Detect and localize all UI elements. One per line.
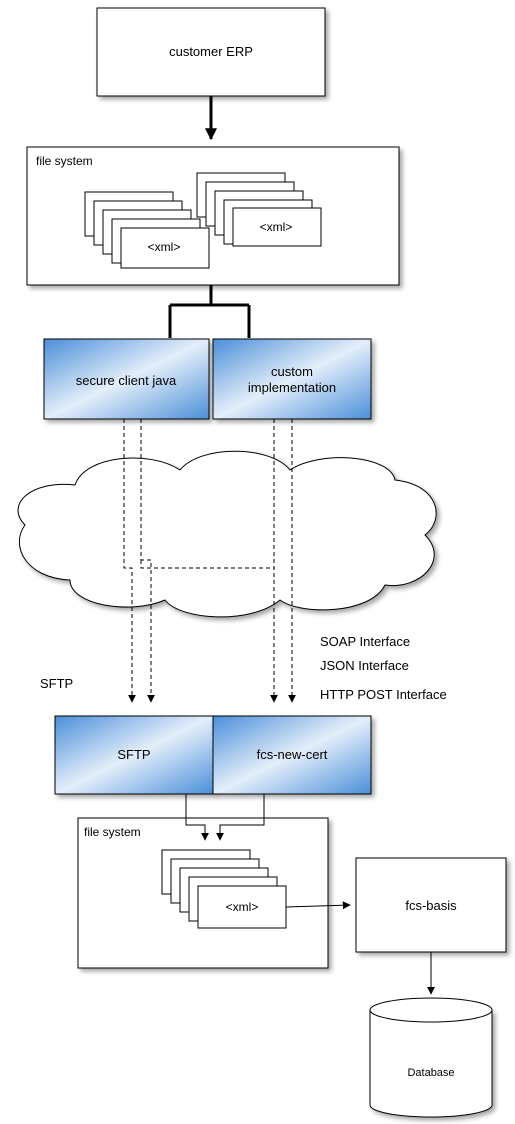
fcs-new-cert-box: [212, 715, 372, 795]
custom-implementation-label-line2: implementation: [248, 380, 336, 395]
custom-implementation-node: custom implementation: [212, 338, 372, 420]
secure-client-java-label: secure client java: [76, 373, 177, 388]
sftp-server-box: [54, 715, 214, 795]
file-system-top-label: file system: [36, 154, 93, 168]
sftp-server-node: SFTP: [54, 715, 214, 795]
customer-erp-node: customer ERP: [96, 7, 326, 97]
database-node: Database: [369, 997, 493, 1118]
secure-client-java-node: secure client java: [43, 338, 210, 420]
document-sheet-front: [197, 885, 287, 929]
document-stack-bottom: <xml>: [161, 849, 287, 929]
custom-implementation-box: [212, 338, 372, 420]
http-post-interface-label: HTTP POST Interface: [320, 687, 447, 702]
fcs-to-filesystem-arrow: [216, 794, 265, 841]
java-to-sftp-path-1: [123, 419, 136, 703]
sftp-to-filesystem-arrow: [185, 794, 209, 841]
customer-erp-label: customer ERP: [169, 44, 253, 59]
sftp-server-label: SFTP: [117, 747, 150, 762]
database-top: [369, 997, 493, 1023]
file-system-top-node: file system <xml> <xml>: [26, 146, 400, 286]
database-body: [369, 1009, 493, 1118]
json-interface-label: JSON Interface: [320, 658, 409, 673]
sftp-protocol-label: SFTP: [40, 676, 73, 691]
document-stack-left: <xml>: [84, 191, 210, 269]
xml-top-left-label: <xml>: [148, 240, 181, 254]
file-system-bottom-node: file system <xml>: [77, 817, 329, 969]
xml-to-fcs-basis-arrow: [285, 901, 351, 910]
document-sheet-front: [232, 207, 322, 247]
database-label: Database: [407, 1067, 454, 1079]
java-to-sftp-path-2: [140, 419, 155, 703]
fcs-new-cert-label: fcs-new-cert: [257, 747, 328, 762]
cloud-crosslink: [140, 560, 274, 569]
fcs-basis-box: [355, 857, 507, 953]
custom-implementation-label-line1: custom: [271, 364, 313, 379]
fcs-basis-label: fcs-basis: [405, 898, 457, 913]
xml-top-right-label: <xml>: [260, 220, 293, 234]
document-stack-right: <xml>: [196, 172, 322, 247]
customer-erp-box: [96, 7, 326, 97]
xml-bottom-label: <xml>: [226, 900, 259, 914]
internet-cloud: [17, 450, 437, 618]
fcs-basis-node: fcs-basis: [355, 857, 507, 953]
file-system-bottom-label: file system: [84, 825, 141, 839]
soap-interface-label: SOAP Interface: [320, 634, 410, 649]
secure-client-java-box: [43, 338, 210, 420]
document-sheet-front: [120, 227, 210, 269]
fcs-new-cert-node: fcs-new-cert: [212, 715, 372, 795]
filesystem-to-clients-connector: [168, 285, 251, 338]
